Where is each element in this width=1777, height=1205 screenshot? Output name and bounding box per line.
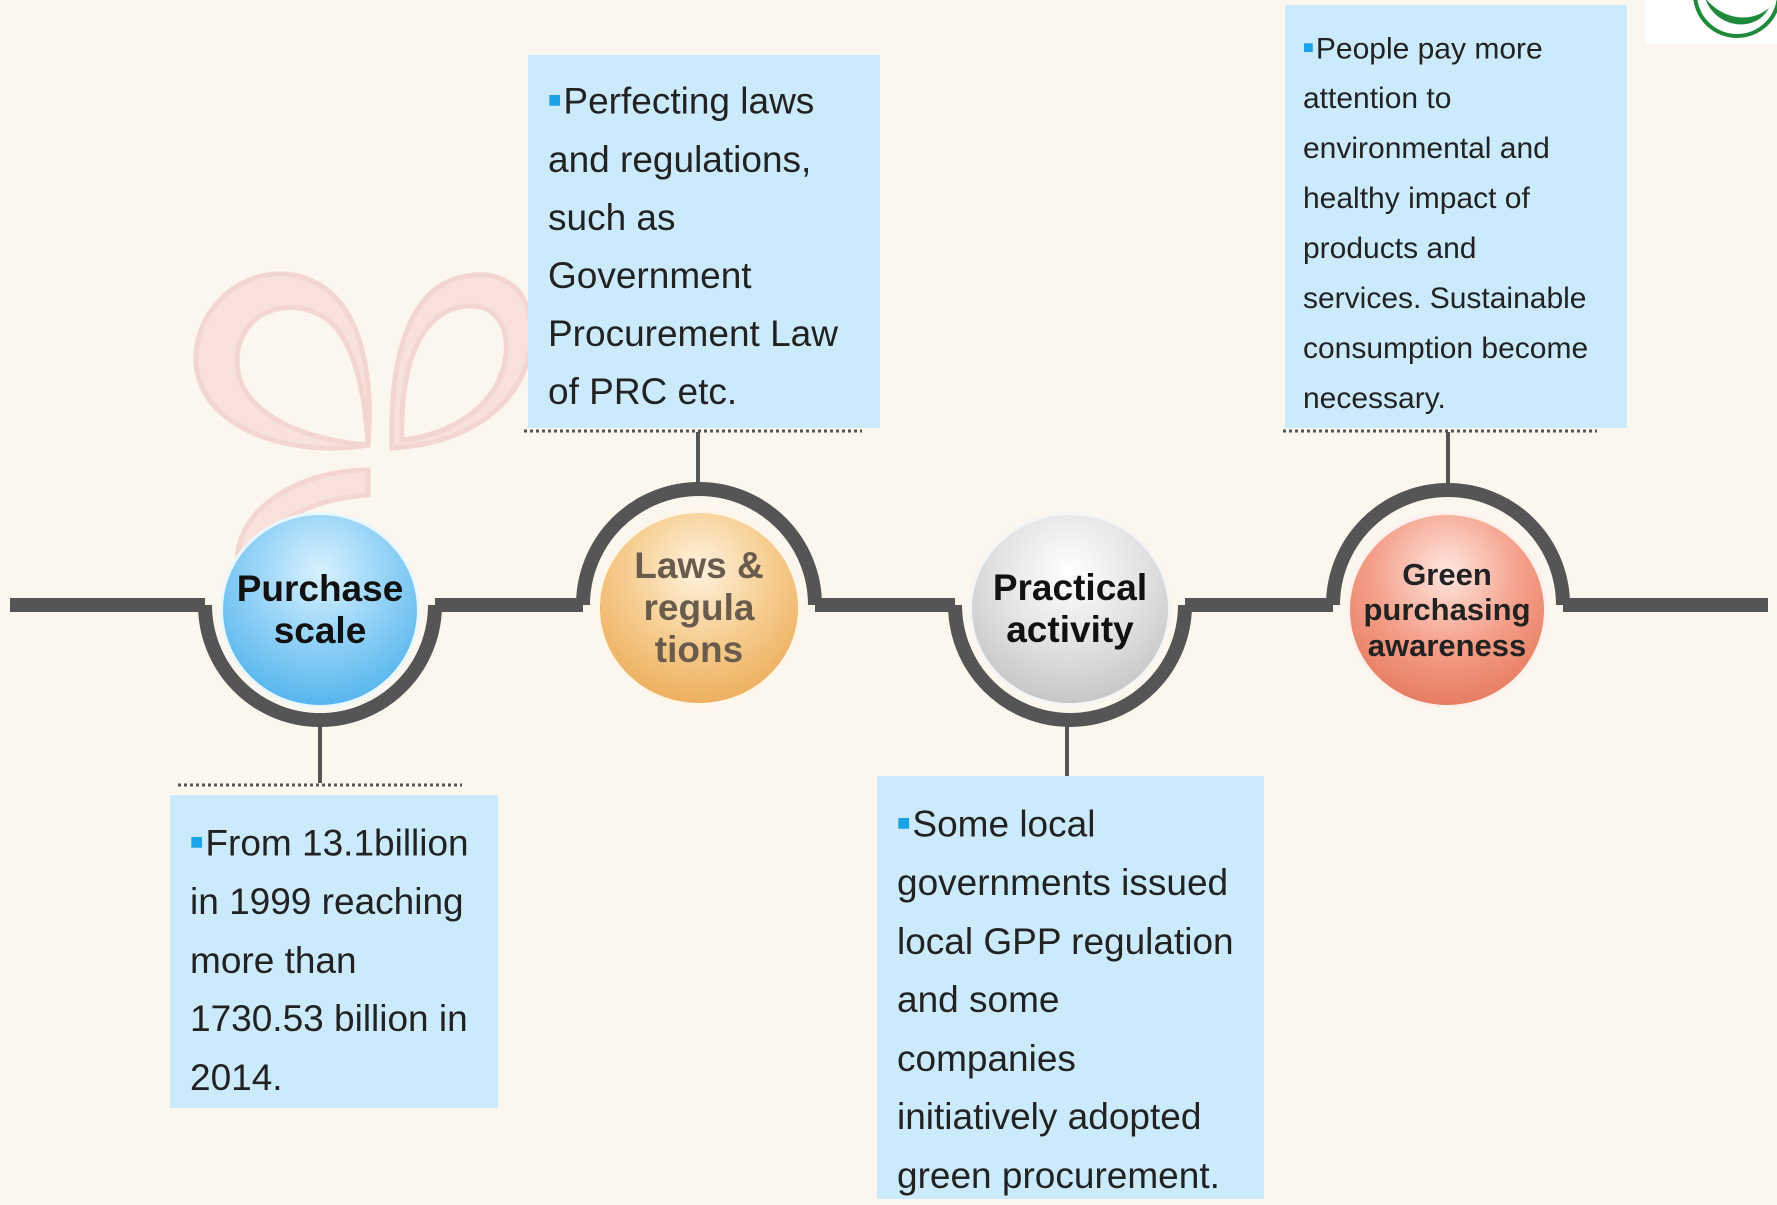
practical-box-line: companies	[897, 1037, 1076, 1079]
green-awareness-description-box: ■People pay more attention to environmen…	[1285, 5, 1627, 428]
dotted-rules	[178, 429, 1597, 787]
laws-box-line: ■Perfecting laws	[548, 80, 815, 122]
node-green-line3: awareness	[1367, 627, 1527, 663]
node-laws-regulations: Laws & regula tions	[597, 510, 801, 706]
practical-box-line: green procurement.	[897, 1154, 1220, 1196]
purchase-box-line: 2014.	[190, 1056, 283, 1098]
square-bullet-icon: ■	[548, 87, 562, 112]
purchase-box-line: ■From 13.1billion	[190, 822, 469, 864]
purchase-scale-description-box: ■From 13.1billion in 1999 reaching more …	[170, 795, 498, 1108]
node-purchase-line1: Purchase	[236, 567, 404, 609]
connectors	[318, 432, 1450, 783]
node-laws-line1: Laws &	[634, 544, 764, 586]
square-bullet-icon: ■	[897, 810, 911, 835]
laws-box-line: Procurement Law	[548, 312, 838, 354]
green-leaf-logo-icon	[1645, 0, 1777, 44]
green-box-line: healthy impact of	[1303, 182, 1530, 216]
laws-box-line: and regulations,	[548, 138, 812, 180]
purchase-box-line: 1730.53 billion in	[190, 998, 468, 1040]
green-box-line: products and	[1303, 232, 1477, 266]
green-box-line: services. Sustainable	[1303, 282, 1587, 316]
node-green-line2: purchasing	[1363, 592, 1531, 628]
laws-box-line: Government	[548, 254, 752, 296]
laws-box-line: of PRC etc.	[548, 370, 738, 412]
pink-petal-decoration-icon	[193, 271, 534, 600]
node-purchase-line2: scale	[273, 610, 367, 651]
node-practical-activity: Practical activity	[969, 512, 1171, 706]
node-green-purchasing-awareness: Green purchasing awareness	[1347, 512, 1547, 708]
laws-box-line: such as	[548, 196, 676, 238]
green-box-line: consumption become	[1303, 332, 1589, 366]
node-practical-line1: Practical	[992, 566, 1148, 608]
green-box-line: environmental and	[1303, 132, 1550, 166]
practical-box-line: and some	[897, 979, 1060, 1021]
practical-box-line: governments issued	[897, 862, 1229, 904]
green-box-line: attention to	[1303, 82, 1452, 116]
purchase-box-line: in 1999 reaching	[190, 881, 464, 923]
laws-description-box: ■Perfecting laws and regulations, such a…	[528, 55, 880, 428]
square-bullet-icon: ■	[1303, 37, 1314, 57]
node-laws-line2: regula	[643, 586, 755, 628]
node-green-line1: Green	[1402, 557, 1492, 592]
green-box-line: necessary.	[1303, 382, 1446, 416]
practical-box-line: initiatively adopted	[897, 1096, 1202, 1138]
practical-box-line: local GPP regulation	[897, 920, 1234, 962]
node-laws-line3: tions	[654, 629, 744, 671]
node-purchase-scale: Purchase scale	[220, 512, 420, 708]
practical-box-line: ■Some local	[897, 803, 1096, 845]
green-box-line: ■People pay more	[1303, 32, 1543, 66]
purchase-box-line: more than	[190, 939, 357, 981]
node-practical-line2: activity	[1006, 609, 1134, 650]
logo-graphic	[1693, 0, 1777, 38]
practical-activity-description-box: ■Some local governments issued local GPP…	[877, 776, 1264, 1199]
square-bullet-icon: ■	[190, 829, 204, 854]
